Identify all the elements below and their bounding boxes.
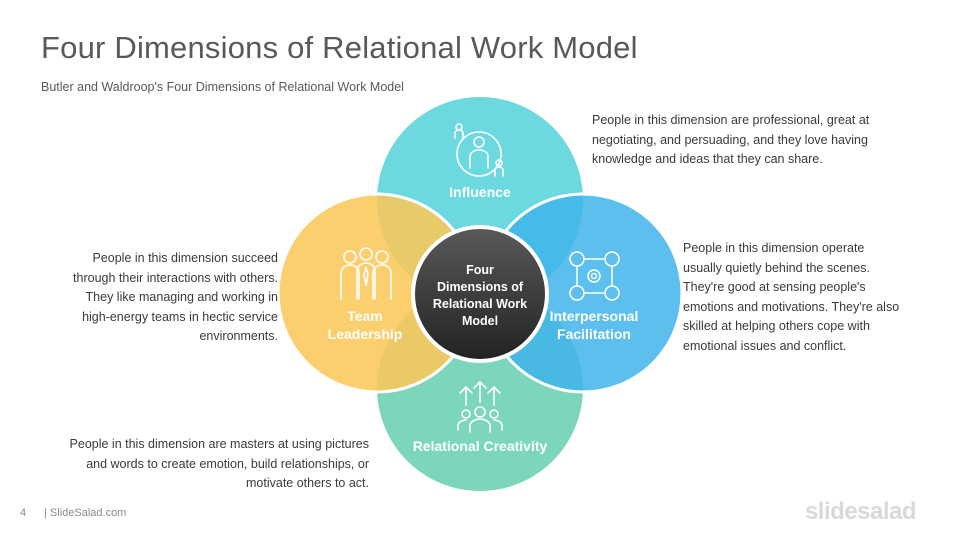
interpersonal-desc-line: People in this dimension operate bbox=[683, 241, 865, 255]
influence-description: People in this dimension are professiona… bbox=[592, 111, 912, 170]
creativity-desc-line: and words to create emotion, build relat… bbox=[86, 456, 369, 471]
brand-logo: slidesalad bbox=[804, 498, 917, 525]
footer-site-link[interactable]: | SlideSalad.com bbox=[44, 507, 127, 519]
center-line-1: Four bbox=[466, 263, 494, 277]
influence-label: Influence bbox=[449, 184, 511, 200]
creativity-desc-line: motivate others to act. bbox=[246, 476, 369, 490]
network-people-icon bbox=[569, 251, 620, 301]
team-desc-line: through their interactions with others. bbox=[73, 270, 278, 285]
influence-desc-line: knowledge and ideas that they can share. bbox=[592, 152, 823, 166]
center-line-2: Dimensions of bbox=[437, 280, 524, 294]
team-desc-line: high-energy teams in hectic service bbox=[82, 309, 278, 324]
interpersonal-desc-line: emotional issues and conflict. bbox=[683, 338, 847, 353]
interpersonal-desc-line: usually quietly behind the scenes. bbox=[683, 260, 870, 275]
interpersonal-label-line-2: Facilitation bbox=[557, 326, 631, 342]
team-desc-line: They like managing and working in bbox=[85, 290, 278, 304]
center-line-3: Relational Work bbox=[433, 297, 527, 311]
interpersonal-description: People in this dimension operate usually… bbox=[683, 239, 933, 356]
creativity-desc-line: People in this dimension are masters at … bbox=[69, 437, 369, 451]
team-desc-line: environments. bbox=[199, 329, 278, 343]
interpersonal-label-line-1: Interpersonal bbox=[550, 308, 639, 324]
team-label-line-1: Team bbox=[347, 308, 383, 324]
interpersonal-desc-line: emotions and motivations. They're also bbox=[683, 299, 900, 314]
team-description: People in this dimension succeed through… bbox=[30, 249, 278, 347]
team-desc-line: People in this dimension succeed bbox=[92, 251, 278, 265]
page-number: 4 bbox=[20, 507, 27, 519]
creativity-arrows-icon bbox=[457, 380, 503, 433]
center-circle bbox=[411, 225, 549, 363]
team-group-icon bbox=[340, 247, 392, 300]
team-label-line-2: Leadership bbox=[328, 326, 403, 342]
influence-person-icon bbox=[454, 123, 504, 177]
slide-subtitle: Butler and Waldroop's Four Dimensions of… bbox=[41, 80, 404, 94]
influence-desc-line: negotiating, and persuading, and they lo… bbox=[592, 132, 868, 147]
center-line-4: Model bbox=[462, 314, 498, 328]
creativity-description: People in this dimension are masters at … bbox=[30, 435, 369, 494]
influence-desc-line: People in this dimension are professiona… bbox=[592, 113, 870, 127]
interpersonal-desc-line: They're good at sensing people's bbox=[683, 280, 866, 294]
slide-title: Four Dimensions of Relational Work Model bbox=[41, 30, 638, 65]
interpersonal-desc-line: skilled at helping others cope with bbox=[683, 319, 870, 333]
creativity-label: Relational Creativity bbox=[413, 438, 548, 454]
